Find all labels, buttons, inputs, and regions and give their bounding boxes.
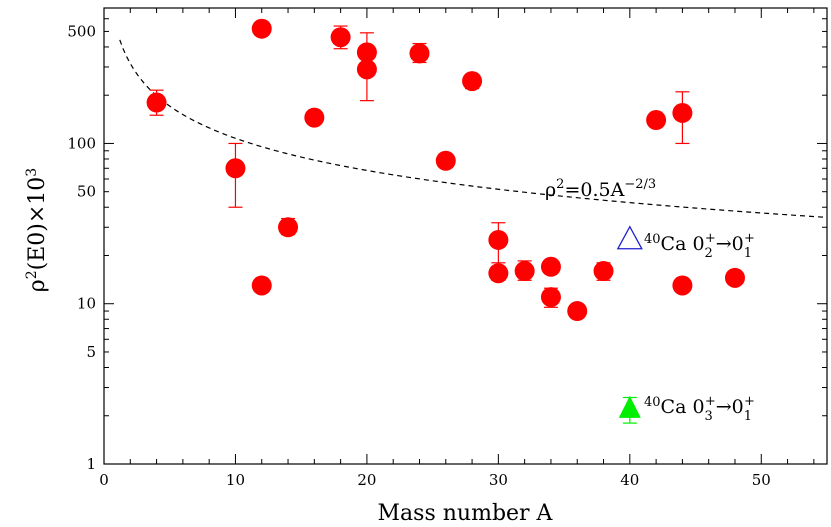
- data-point: [540, 256, 561, 277]
- y-tick-label: 5: [86, 343, 96, 361]
- data-point: [146, 92, 167, 113]
- x-axis-title: Mass number A: [378, 501, 554, 526]
- filled-triangle-marker: [618, 395, 641, 418]
- x-tick-label: 20: [357, 471, 376, 489]
- open-triangle-marker: [616, 225, 643, 250]
- data-point: [724, 267, 745, 288]
- data-point: [540, 287, 561, 308]
- plot-axes: [103, 7, 828, 465]
- data-point: [251, 18, 272, 39]
- data-point: [330, 27, 351, 48]
- data-point: [356, 59, 377, 80]
- y-tick-label: 1: [86, 455, 96, 473]
- data-point: [567, 301, 588, 322]
- curve-equation-label: ρ2=0.5A−2/3: [545, 177, 656, 201]
- data-point: [225, 158, 246, 179]
- y-tick-label: 50: [77, 183, 96, 201]
- data-point: [514, 261, 535, 282]
- x-tick-label: 50: [752, 471, 771, 489]
- x-tick-label: 0: [99, 471, 109, 489]
- data-point: [278, 217, 299, 238]
- data-point: [488, 263, 509, 284]
- tick-labels-layer: 0 10 20 30 40 50 1 5 10 50 100 500: [67, 22, 770, 489]
- data-point: [646, 110, 667, 131]
- y-tick-label: 500: [67, 22, 96, 40]
- ca40-0-2-label: 40Ca 02+→01+: [644, 231, 755, 261]
- x-tick-label: 40: [620, 471, 639, 489]
- plot-frame: [103, 7, 828, 465]
- y-tick-label: 10: [77, 295, 96, 313]
- data-point: [488, 229, 509, 250]
- data-point: [304, 107, 325, 128]
- x-tick-label: 10: [226, 471, 245, 489]
- dashed-curve: [119, 39, 828, 218]
- data-point: [435, 150, 456, 171]
- data-point: [672, 102, 693, 123]
- x-tick-label: 30: [489, 471, 508, 489]
- data-point: [672, 275, 693, 296]
- dashed-curve-layer: [119, 39, 828, 218]
- data-point: [462, 71, 483, 92]
- data-point: [251, 275, 272, 296]
- data-points-layer: [146, 18, 745, 424]
- data-point: [593, 261, 614, 282]
- y-tick-label: 100: [67, 134, 96, 152]
- ca40-0-3-label: 40Ca 03+→01+: [644, 394, 755, 424]
- data-point: [356, 42, 377, 63]
- y-axis-title: ρ2(E0)×103: [24, 168, 50, 292]
- data-point: [409, 43, 430, 64]
